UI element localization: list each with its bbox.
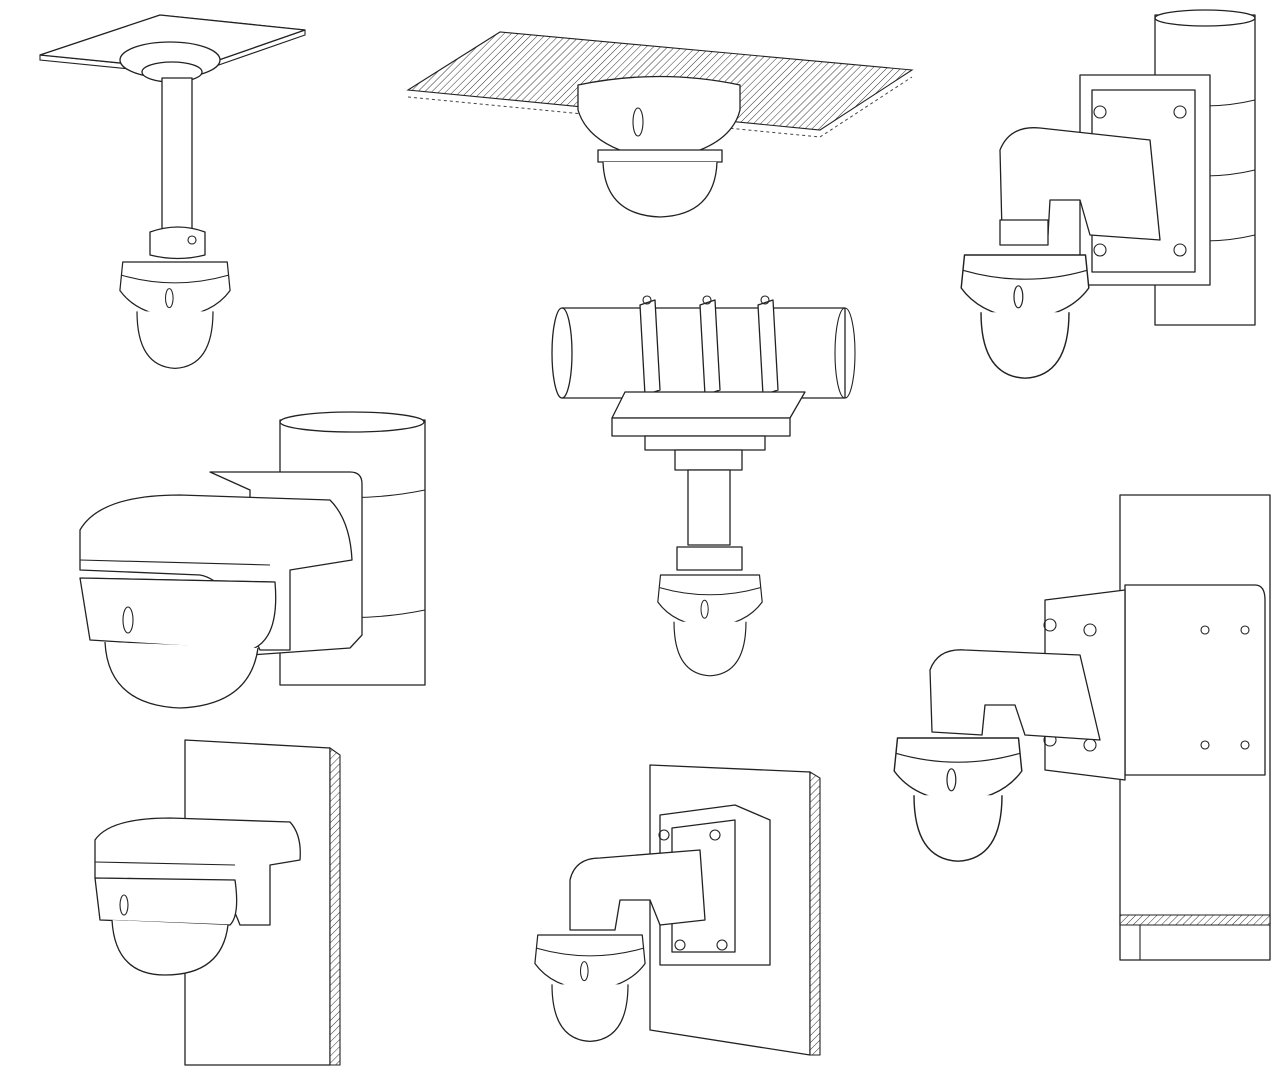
wall-bracket-mount: [94, 739, 341, 1066]
horizontal-pole-pendant-mount: [551, 295, 856, 677]
wall-junction-box-mount: [534, 764, 821, 1056]
pole-mount: [960, 9, 1256, 379]
pole-wall-bracket-mount: [79, 411, 426, 709]
ceiling-pendant-mount: [39, 14, 306, 370]
ceiling-flush-mount: [406, 31, 914, 218]
corner-mount: [893, 494, 1271, 961]
